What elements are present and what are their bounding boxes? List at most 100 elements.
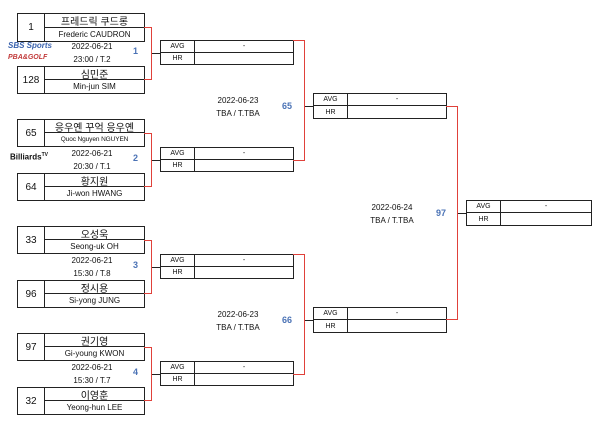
match-2-time-table: 20:30 / T.1 <box>73 162 111 171</box>
match-1-number: 1 <box>133 46 139 56</box>
player-name-english: Ji-won HWANG <box>66 189 123 198</box>
avg-value: - <box>395 310 399 317</box>
match-66-date: 2022-06-23 <box>217 310 259 319</box>
hr-label: HR <box>314 320 348 332</box>
match-1-date: 2022-06-21 <box>71 42 113 51</box>
match-2-connector <box>152 160 160 161</box>
avg-value: - <box>242 256 246 264</box>
match-65-bracket <box>293 40 305 161</box>
player-name-korean: 오성욱 <box>45 227 144 241</box>
avg-label: AVG <box>314 94 348 105</box>
player-seed: 97 <box>18 334 45 360</box>
avg-label: AVG <box>467 201 501 212</box>
billiards-tv-logo: BilliardsTV <box>10 152 48 162</box>
match-2-date: 2022-06-21 <box>71 149 113 158</box>
hr-value <box>348 106 446 118</box>
player-name-korean: 응우옌 꾸억 응우옌 <box>45 120 144 134</box>
player-name-korean: 권기영 <box>45 334 144 348</box>
match-4-stats: AVG - HR <box>160 361 294 386</box>
player-name-english: Yeong-hun LEE <box>66 403 123 412</box>
hr-label: HR <box>161 373 195 385</box>
avg-value: - <box>242 149 246 157</box>
avg-value: - <box>544 203 548 210</box>
match-3-stats: AVG - HR <box>160 254 294 279</box>
match-97-number: 97 <box>436 208 447 218</box>
player-card-seed-1: 1 프레드릭 쿠드롱 Frederic CAUDRON <box>17 13 145 42</box>
match-3-number: 3 <box>133 260 139 270</box>
player-name-korean: 이영훈 <box>45 388 144 402</box>
match-1-bracket <box>144 27 152 80</box>
match-65-time-table: TBA / T.TBA <box>216 109 260 118</box>
pba-golf-logo: PBA&GOLF <box>8 54 48 61</box>
match-2-number: 2 <box>133 153 139 163</box>
avg-label: AVG <box>161 41 195 52</box>
player-card-seed-64: 64 황지원 Ji-won HWANG <box>17 173 145 201</box>
match-4-number: 4 <box>133 367 139 377</box>
player-name-korean: 황지원 <box>45 174 144 188</box>
match-2-stats: AVG - HR <box>160 147 294 172</box>
avg-label: AVG <box>161 148 195 159</box>
avg-label: AVG <box>161 255 195 266</box>
hr-value <box>501 213 591 225</box>
avg-label: AVG <box>161 362 195 373</box>
hr-label: HR <box>161 52 195 64</box>
player-seed: 65 <box>18 120 45 146</box>
player-name-english: Frederic CAUDRON <box>58 29 131 39</box>
match-66-time-table: TBA / T.TBA <box>216 323 260 332</box>
player-name-korean: 프레드릭 쿠드롱 <box>45 14 144 28</box>
match-4-time-table: 15:30 / T.7 <box>73 376 111 385</box>
player-card-seed-65: 65 응우옌 꾸억 응우옌 Quoc Nguyen NGUYEN <box>17 119 145 147</box>
avg-label: AVG <box>314 308 348 319</box>
player-name-english: Si-yong JUNG <box>68 296 121 305</box>
avg-value: - <box>395 96 399 103</box>
player-name-english: Seong-uk OH <box>70 242 119 251</box>
hr-value <box>195 160 293 172</box>
match-97-date: 2022-06-24 <box>371 203 413 212</box>
match-1-stats: AVG - HR <box>160 40 294 65</box>
sbs-sports-logo: SBS Sports <box>8 41 53 50</box>
match-4-date: 2022-06-21 <box>71 363 113 372</box>
match-66-connector <box>305 320 313 321</box>
player-name-korean: 정시용 <box>45 281 144 295</box>
player-card-seed-97: 97 권기영 Gi-young KWON <box>17 333 145 361</box>
hr-value <box>195 267 293 279</box>
hr-label: HR <box>314 106 348 118</box>
match-97-stats: AVG - HR <box>466 200 592 226</box>
player-card-seed-33: 33 오성욱 Seong-uk OH <box>17 226 145 254</box>
player-seed: 96 <box>18 281 45 307</box>
player-seed: 1 <box>18 14 45 41</box>
match-1-time-table: 23:00 / T.2 <box>73 55 111 64</box>
player-name-korean: 심민준 <box>45 67 144 81</box>
match-66-bracket <box>293 254 305 375</box>
match-97-time-table: TBA / T.TBA <box>370 216 414 225</box>
match-1-connector <box>152 53 160 54</box>
match-3-connector <box>152 267 160 268</box>
player-name-english: Quoc Nguyen NGUYEN <box>60 136 129 143</box>
match-2-bracket <box>144 133 152 187</box>
match-97-bracket <box>446 106 458 320</box>
match-4-connector <box>152 374 160 375</box>
match-4-bracket <box>144 347 152 401</box>
avg-value: - <box>242 363 246 371</box>
hr-label: HR <box>467 213 501 225</box>
match-3-date: 2022-06-21 <box>71 256 113 265</box>
player-seed: 128 <box>18 67 45 93</box>
player-card-seed-128: 128 심민준 Min-jun SIM <box>17 66 145 94</box>
match-66-number: 66 <box>282 315 293 325</box>
hr-value <box>195 374 293 386</box>
player-card-seed-32: 32 이영훈 Yeong-hun LEE <box>17 387 145 415</box>
match-97-connector <box>458 213 466 214</box>
hr-value <box>195 53 293 65</box>
match-3-time-table: 15:30 / T.8 <box>73 269 111 278</box>
player-name-english: Gi-young KWON <box>64 349 125 358</box>
hr-label: HR <box>161 159 195 171</box>
player-seed: 32 <box>18 388 45 414</box>
player-card-seed-96: 96 정시용 Si-yong JUNG <box>17 280 145 308</box>
avg-value: - <box>242 42 246 50</box>
match-66-stats: AVG - HR <box>313 307 447 333</box>
hr-value <box>348 320 446 332</box>
player-name-english: Min-jun SIM <box>73 82 116 91</box>
match-65-connector <box>305 106 313 107</box>
hr-label: HR <box>161 266 195 278</box>
match-65-stats: AVG - HR <box>313 93 447 119</box>
